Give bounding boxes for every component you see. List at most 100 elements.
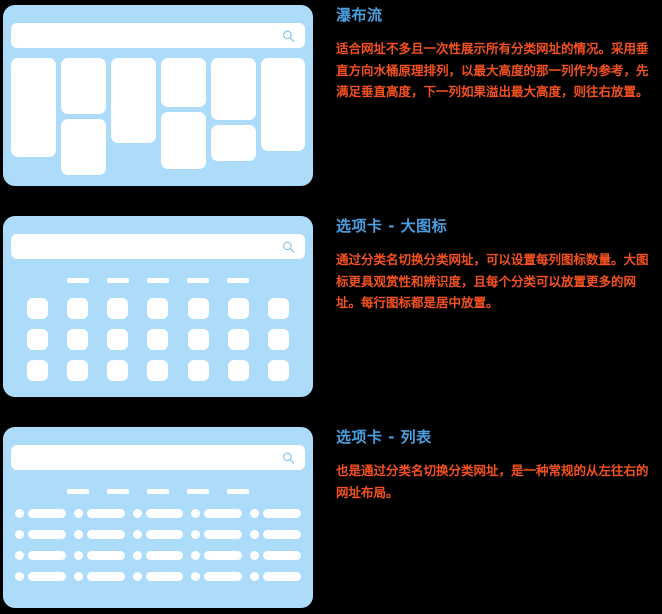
favicon-dot-icon	[73, 509, 83, 518]
note-title: 选项卡 - 大图标	[336, 217, 448, 235]
site-icon-tile[interactable]	[66, 298, 88, 319]
waterfall-card[interactable]	[161, 112, 206, 169]
list-item[interactable]	[250, 530, 301, 539]
site-icon-tile[interactable]	[147, 329, 169, 350]
search-icon[interactable]	[282, 240, 295, 253]
favicon-dot-icon	[191, 530, 201, 539]
category-tab[interactable]	[147, 489, 169, 494]
list-item[interactable]	[73, 530, 125, 539]
site-icon-tile[interactable]	[26, 298, 48, 319]
list-item-label-placeholder	[28, 509, 66, 518]
category-tab-bar[interactable]	[3, 278, 313, 283]
site-icon-tile[interactable]	[228, 329, 250, 350]
site-icon-tile[interactable]	[66, 329, 88, 350]
site-icon-tile[interactable]	[107, 298, 129, 319]
list-item-label-placeholder	[86, 551, 125, 560]
site-icon-tile[interactable]	[228, 298, 250, 319]
site-icon-tile[interactable]	[147, 360, 169, 381]
category-tab[interactable]	[227, 489, 249, 494]
category-tab[interactable]	[147, 278, 169, 283]
favicon-dot-icon	[250, 509, 260, 518]
category-tab[interactable]	[67, 278, 89, 283]
waterfall-card[interactable]	[211, 125, 256, 161]
favicon-dot-icon	[191, 509, 201, 518]
favicon-dot-icon	[132, 509, 142, 518]
list-item[interactable]	[191, 530, 243, 539]
list-item-label-placeholder	[86, 572, 125, 581]
waterfall-card[interactable]	[11, 58, 56, 157]
category-tab[interactable]	[107, 278, 129, 283]
site-icon-tile[interactable]	[187, 360, 209, 381]
site-icon-tile[interactable]	[268, 329, 290, 350]
search-input[interactable]	[11, 234, 305, 259]
list-item[interactable]	[15, 509, 66, 518]
site-icon-tile[interactable]	[107, 360, 129, 381]
list-item[interactable]	[191, 572, 243, 581]
list-item-label-placeholder	[204, 551, 243, 560]
note-title: 瀑布流	[336, 6, 383, 24]
list-item-label-placeholder	[145, 530, 184, 539]
search-icon[interactable]	[282, 29, 295, 42]
favicon-dot-icon	[73, 572, 83, 581]
search-icon[interactable]	[282, 451, 295, 464]
waterfall-card[interactable]	[211, 58, 256, 120]
list-item[interactable]	[132, 509, 184, 518]
list-item[interactable]	[73, 551, 125, 560]
list-item-label-placeholder	[28, 530, 66, 539]
category-tab[interactable]	[107, 489, 129, 494]
list-item[interactable]	[132, 551, 184, 560]
category-tab[interactable]	[187, 489, 209, 494]
waterfall-card[interactable]	[61, 119, 106, 175]
favicon-dot-icon	[132, 572, 142, 581]
list-item[interactable]	[250, 551, 301, 560]
site-icon-tile[interactable]	[66, 360, 88, 381]
list-item[interactable]	[132, 572, 184, 581]
search-input[interactable]	[11, 445, 305, 470]
list-item-label-placeholder	[204, 572, 243, 581]
site-icon-tile[interactable]	[268, 298, 290, 319]
site-icon-tile[interactable]	[268, 360, 290, 381]
list-item-label-placeholder	[28, 551, 66, 560]
site-icon-tile[interactable]	[228, 360, 250, 381]
site-icon-tile[interactable]	[187, 298, 209, 319]
list-item[interactable]	[132, 530, 184, 539]
category-tab[interactable]	[67, 489, 89, 494]
category-tab[interactable]	[227, 278, 249, 283]
category-tab-bar[interactable]	[3, 489, 313, 494]
list-item[interactable]	[73, 572, 125, 581]
favicon-dot-icon	[250, 551, 260, 560]
list-item[interactable]	[15, 551, 66, 560]
list-item-label-placeholder	[86, 509, 125, 518]
favicon-dot-icon	[250, 572, 260, 581]
favicon-dot-icon	[191, 572, 201, 581]
search-input[interactable]	[11, 23, 305, 48]
list-item[interactable]	[250, 509, 301, 518]
favicon-dot-icon	[15, 530, 24, 539]
category-tab[interactable]	[187, 278, 209, 283]
mockup-panel-big-icon	[3, 216, 313, 397]
waterfall-card-area	[11, 58, 305, 178]
waterfall-card[interactable]	[111, 58, 156, 143]
site-icon-tile[interactable]	[147, 298, 169, 319]
waterfall-card[interactable]	[261, 58, 305, 151]
site-icon-tile[interactable]	[187, 329, 209, 350]
list-item[interactable]	[73, 509, 125, 518]
list-item[interactable]	[250, 572, 301, 581]
link-list-grid	[15, 509, 301, 581]
site-icon-tile[interactable]	[26, 329, 48, 350]
list-item-label-placeholder	[28, 572, 66, 581]
list-item-label-placeholder	[86, 530, 125, 539]
favicon-dot-icon	[15, 572, 24, 581]
list-item-label-placeholder	[204, 530, 243, 539]
list-item-label-placeholder	[263, 551, 301, 560]
waterfall-card[interactable]	[161, 58, 206, 107]
list-item-label-placeholder	[263, 572, 301, 581]
site-icon-tile[interactable]	[107, 329, 129, 350]
list-item[interactable]	[191, 551, 243, 560]
waterfall-card[interactable]	[61, 58, 106, 114]
list-item[interactable]	[191, 509, 243, 518]
list-item[interactable]	[15, 572, 66, 581]
site-icon-tile[interactable]	[26, 360, 48, 381]
list-item[interactable]	[15, 530, 66, 539]
list-item-label-placeholder	[145, 551, 184, 560]
